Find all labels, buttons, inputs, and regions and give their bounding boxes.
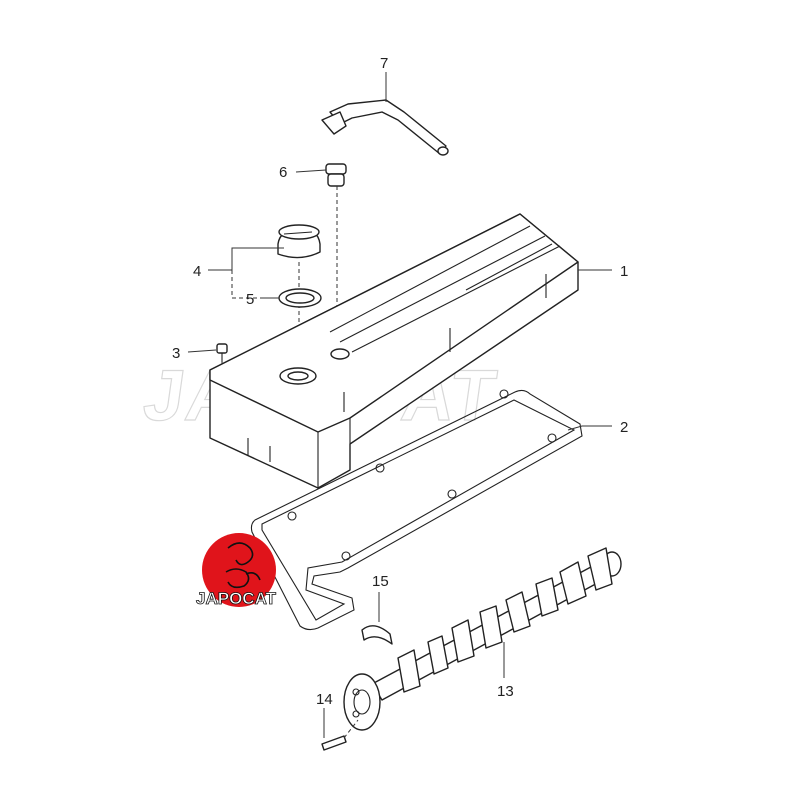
callout-7: 7 bbox=[380, 55, 388, 72]
leader-4-dashed bbox=[231, 270, 262, 299]
callout-5: 5 bbox=[246, 291, 254, 308]
callout-3: 3 bbox=[172, 345, 180, 362]
callout-6: 6 bbox=[279, 164, 287, 181]
leader-3 bbox=[187, 349, 217, 353]
callout-2: 2 bbox=[620, 419, 628, 436]
pcv-valve bbox=[325, 163, 347, 187]
callout-14: 14 bbox=[316, 691, 333, 708]
half-moon-seal bbox=[361, 625, 393, 645]
callout-15: 15 bbox=[372, 573, 389, 590]
camshaft bbox=[343, 547, 622, 731]
leader-6 bbox=[295, 169, 327, 173]
cover-bolt bbox=[216, 343, 228, 362]
oil-filler-cap bbox=[277, 224, 321, 259]
dowel-pin bbox=[321, 719, 359, 751]
callout-4: 4 bbox=[193, 263, 201, 280]
leader-2 bbox=[567, 425, 612, 431]
cap-seal-ring bbox=[278, 288, 322, 308]
cover-gasket bbox=[250, 389, 583, 631]
japocat-logo: JAPOCAT bbox=[196, 533, 277, 608]
logo-text: JAPOCAT bbox=[196, 589, 277, 608]
breather-hose bbox=[321, 99, 449, 156]
callout-1: 1 bbox=[620, 263, 628, 280]
callout-13: 13 bbox=[497, 683, 514, 700]
leader-4 bbox=[208, 247, 284, 271]
cylinder-head-cover bbox=[209, 213, 579, 489]
